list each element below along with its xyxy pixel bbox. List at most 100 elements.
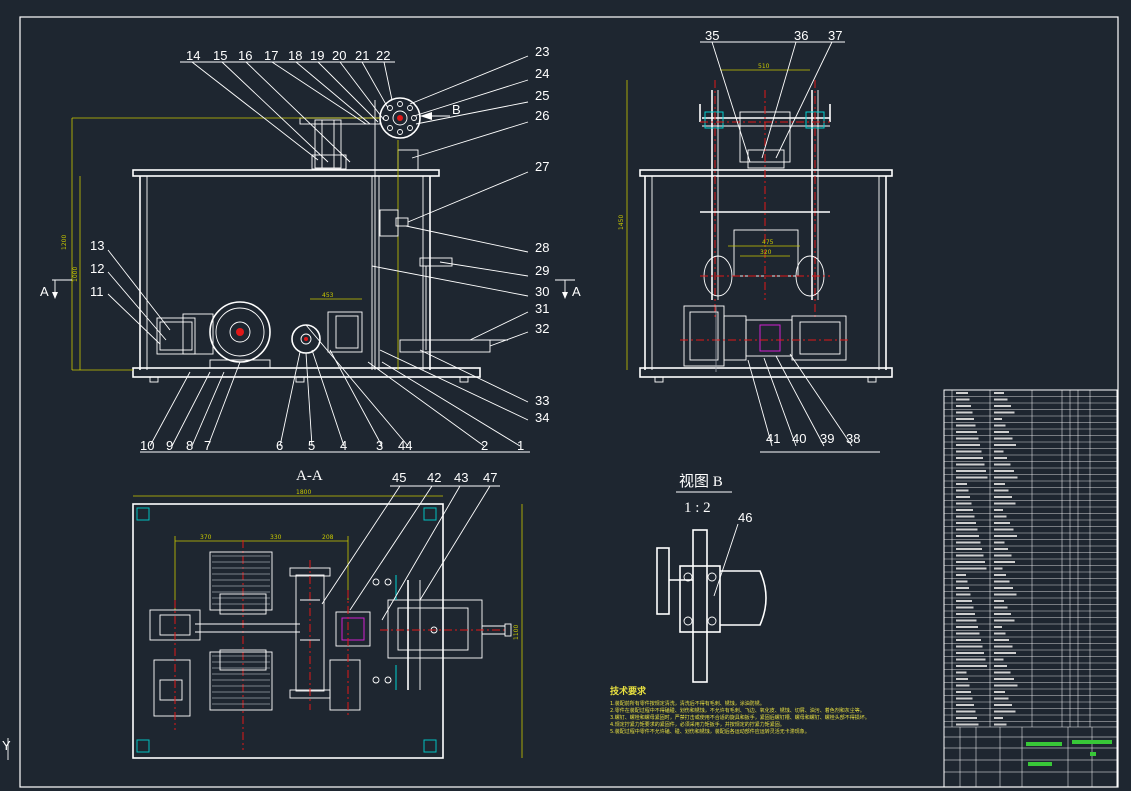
callout-26: 26 [535, 108, 549, 123]
parts-list-text-mark [994, 593, 1017, 596]
parts-list-text-mark [956, 444, 980, 446]
callout-30: 30 [535, 284, 549, 299]
view-b-scale: 1 : 2 [684, 500, 711, 516]
view-b: 视图 B 1 : 2 46 [656, 473, 767, 683]
parts-list-text-mark [956, 398, 970, 401]
parts-list-text-mark [994, 515, 1007, 518]
parts-list-text-mark [956, 528, 978, 531]
parts-list-text-mark [994, 632, 1006, 635]
parts-list-text-mark [956, 645, 983, 648]
parts-list-text-mark [994, 626, 1002, 628]
parts-list-text-mark [994, 561, 1015, 563]
parts-list-text-mark [956, 561, 985, 563]
callout-25: 25 [535, 88, 549, 103]
parts-list-text-mark [956, 502, 972, 505]
parts-list-text-mark [994, 509, 1003, 511]
tech-item-4: 4.规定拧紧力矩要求的紧固件，必须采用力矩扳手，并按规定的拧紧力矩紧固。 [610, 721, 785, 728]
parts-list-text-mark [956, 489, 969, 492]
parts-list-text-mark [956, 684, 970, 687]
parts-list-text-mark [994, 476, 1018, 479]
dim-section-d1: 370 [200, 534, 212, 541]
callout-40: 40 [792, 431, 806, 446]
parts-list-text-mark [956, 697, 973, 700]
parts-list-text-mark [994, 665, 1007, 667]
parts-list-text-mark [994, 548, 1008, 550]
callout-6: 6 [276, 438, 283, 453]
callout-13: 13 [90, 238, 104, 253]
parts-list-text-mark [956, 632, 980, 635]
parts-list-text-mark [994, 483, 1005, 485]
parts-list-text-mark [956, 658, 986, 661]
parts-list-text-mark [994, 639, 1009, 641]
dim-offset: 453 [322, 292, 334, 299]
parts-list-text-mark [956, 541, 981, 544]
parts-list-text-mark [994, 613, 1011, 615]
parts-list-text-mark [994, 496, 1012, 498]
callout-39: 39 [820, 431, 834, 446]
parts-list-text-mark [994, 502, 1016, 505]
parts-list-text-mark [956, 411, 973, 414]
parts-list-text-mark [956, 652, 984, 654]
callout-34: 34 [535, 410, 549, 425]
parts-list-text-mark [994, 437, 1013, 440]
callout-43: 43 [454, 470, 468, 485]
parts-list-text-mark [994, 580, 1010, 583]
parts-list-text-mark [956, 593, 971, 596]
parts-list-text-mark [994, 697, 1009, 700]
parts-list-text-mark [994, 444, 1016, 446]
parts-list-text-mark [994, 691, 1005, 693]
parts-list-text-mark [994, 574, 1006, 576]
section-marker-left: A [40, 284, 49, 299]
callout-23: 23 [535, 44, 549, 59]
callout-7: 7 [204, 438, 211, 453]
callout-3: 3 [376, 438, 383, 453]
view-b-title: 视图 B [679, 473, 723, 490]
parts-list-text-mark [994, 470, 1014, 472]
parts-list-text-mark [994, 418, 1002, 420]
parts-list-text-mark [994, 710, 1016, 713]
parts-list-text-mark [994, 554, 1012, 557]
parts-list-text-mark [956, 600, 972, 602]
callout-36: 36 [794, 28, 808, 43]
parts-list-text-mark [956, 665, 987, 667]
section-base-outline [132, 503, 444, 759]
parts-list-text-mark [956, 587, 969, 589]
callout-33: 33 [535, 393, 549, 408]
parts-list-text-mark [994, 600, 1004, 602]
callout-28: 28 [535, 240, 549, 255]
callout-44: 44 [398, 438, 412, 453]
dim-side-height: 1450 [618, 215, 625, 230]
parts-list-text-mark [956, 580, 968, 583]
parts-list-text-mark [956, 691, 971, 693]
parts-list-text-mark [956, 450, 982, 453]
parts-list-text-mark [994, 652, 1016, 654]
parts-list-text-mark [956, 548, 982, 550]
tech-requirements-title: 技术要求 [610, 685, 647, 697]
parts-list-text-mark [994, 619, 1015, 622]
dim-side-top-width: 510 [758, 63, 770, 70]
dim-side-inner-w1: 475 [762, 239, 774, 246]
parts-list-text-mark [956, 392, 968, 394]
parts-list-text-mark [994, 450, 1004, 453]
parts-list-text-mark [994, 645, 1013, 648]
parts-list-text-mark [956, 483, 967, 485]
title-block-text-mark [1090, 752, 1096, 756]
callout-45: 45 [392, 470, 406, 485]
dim-section-d3: 208 [322, 534, 334, 541]
parts-list-text-mark [956, 574, 966, 576]
parts-list-text-mark [956, 457, 983, 459]
parts-list-text-mark [956, 515, 975, 518]
parts-list-text-mark [994, 606, 1008, 609]
dim-section-height: 1100 [513, 625, 520, 640]
callout-20: 20 [332, 48, 346, 63]
dim-height-frame: 1000 [72, 267, 79, 282]
parts-list-text-mark [994, 457, 1007, 459]
callout-22: 22 [376, 48, 390, 63]
section-marker-right: A [572, 284, 581, 299]
parts-list-text-mark [994, 723, 1007, 726]
parts-list-text-mark [994, 392, 1004, 394]
parts-list-text-mark [956, 639, 981, 641]
parts-list-text-mark [994, 587, 1013, 589]
tech-item-3: 3.螺钉、螺栓和螺母紧固时，严禁打击或使用不合适的旋具和扳手，紧固后螺钉槽、螺母… [610, 714, 870, 721]
